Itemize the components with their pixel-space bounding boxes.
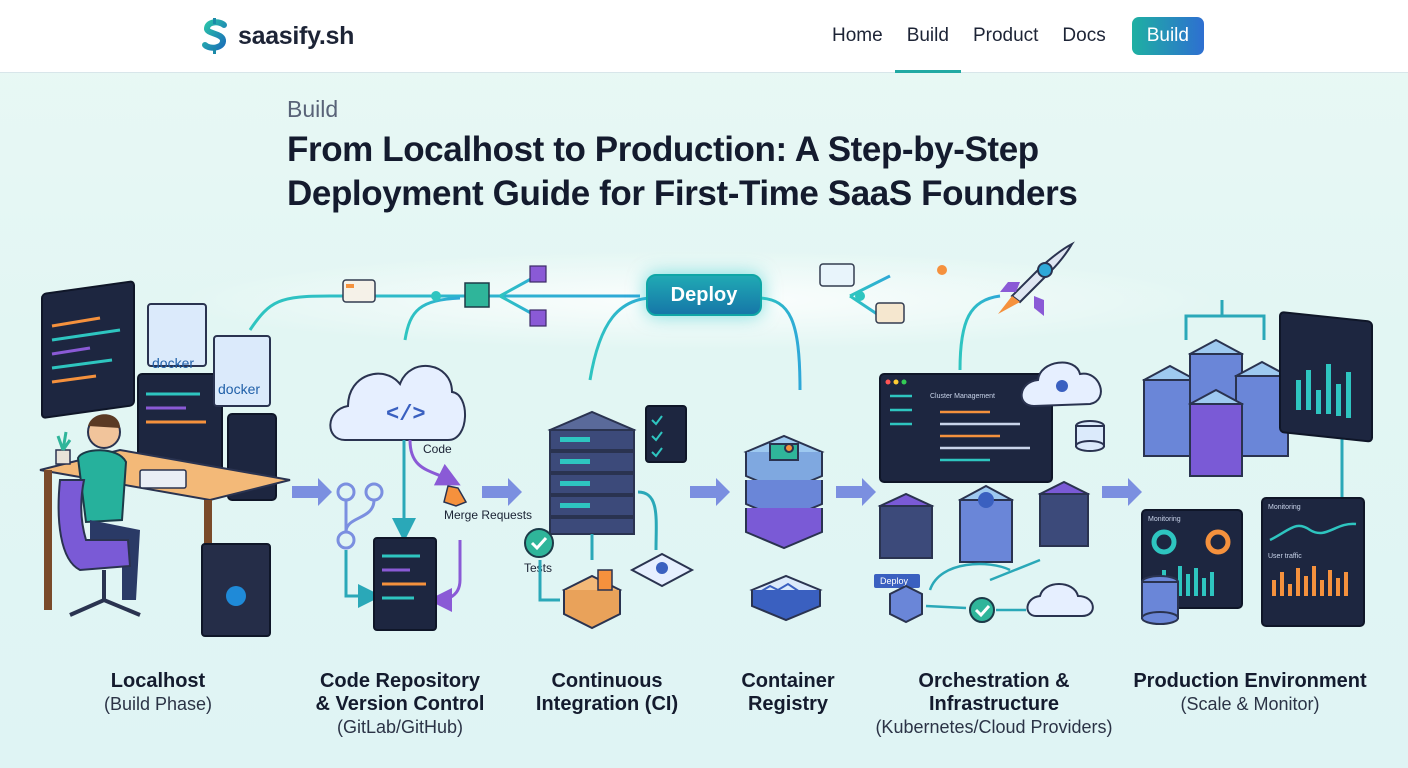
floating-artifacts: [342, 263, 905, 327]
stage-arrows: [292, 478, 1142, 506]
monitoring-annotation: Monitoring: [1148, 516, 1181, 523]
deployment-pipeline-illustration: docker docker </>: [39, 241, 1373, 637]
orchestration-stage: Cluster Management Deploy: [874, 361, 1105, 624]
rocket-icon: [998, 241, 1075, 316]
nav-link-home[interactable]: Home: [832, 25, 883, 46]
code-repository-stage: </> Code Merge Requests: [329, 364, 532, 631]
tests-annotation: Tests: [524, 561, 552, 575]
kubernetes-icon: [978, 492, 994, 508]
stage-title: Orchestration &: [918, 670, 1070, 692]
monitoring-annotation: Monitoring: [1268, 504, 1301, 511]
pipeline-node: [431, 291, 441, 301]
stage-title: Continuous: [551, 670, 663, 692]
deploy-button[interactable]: Deploy: [646, 274, 762, 316]
stage-title-line2: Infrastructure: [928, 693, 1060, 715]
brand-name: saasify.sh: [238, 21, 355, 50]
brand-logo-link[interactable]: saasify.sh: [200, 18, 354, 54]
code-annotation: Code: [423, 442, 452, 456]
docker-label: docker: [218, 381, 260, 397]
cluster-management-annotation: Cluster Management: [930, 393, 995, 400]
localhost-workstation: docker docker: [39, 280, 291, 637]
main-nav: Home Build Product Docs Build: [820, 0, 1204, 73]
pipeline-flow-lines: [248, 272, 1001, 391]
merge-requests-annotation: Merge Requests: [444, 508, 532, 522]
nav-link-build[interactable]: Build: [894, 0, 962, 73]
nav-link-product[interactable]: Product: [972, 25, 1039, 46]
stage-title: Code Repository: [319, 670, 481, 692]
stage-subtitle: (Kubernetes/Cloud Providers): [875, 717, 1113, 737]
stage-title: Container: [741, 670, 835, 692]
stage-subtitle: (Scale & Monitor): [1180, 694, 1320, 714]
top-navigation-bar: saasify.sh Home Build Product Docs Build: [0, 0, 1408, 73]
stage-caption-production: Production Environment (Scale & Monitor): [1130, 670, 1370, 715]
stage-caption-localhost: Localhost (Build Phase): [58, 670, 258, 715]
stage-title: Production Environment: [1133, 670, 1367, 692]
nav-link-docs[interactable]: Docs: [1062, 25, 1106, 46]
user-traffic-annotation: User traffic: [1268, 553, 1302, 560]
deploy-tag-annotation: Deploy: [880, 576, 909, 586]
stage-title: Localhost: [110, 670, 206, 692]
stage-subtitle: (Build Phase): [103, 694, 213, 714]
stage-title-line2: Integration (CI): [535, 693, 679, 715]
pipeline-node: [855, 291, 865, 301]
category-label: Build: [287, 96, 339, 122]
stage-caption-continuous-integration: Continuous Integration (CI): [517, 670, 697, 716]
stage-caption-orchestration: Orchestration & Infrastructure (Kubernet…: [858, 670, 1130, 738]
article-title: From Localhost to Production: A Step-by-…: [287, 130, 1078, 213]
stage-subtitle: (GitLab/GitHub): [336, 717, 464, 737]
stage-caption-code-repository: Code Repository & Version Control (GitLa…: [300, 670, 500, 738]
build-cta-button[interactable]: Build: [1131, 17, 1204, 55]
container-registry-stage: [743, 434, 825, 622]
docker-label: docker: [152, 355, 194, 371]
continuous-integration-stage: Tests: [524, 405, 695, 630]
merge-requests-annotation-text: Merge Requests: [444, 508, 532, 522]
stage-caption-container-registry: Container Registry: [718, 670, 858, 716]
production-stage: Monitoring Monitoring User traffic: [1141, 300, 1373, 627]
stage-title-line2: Registry: [747, 693, 829, 715]
pipeline-node: [937, 265, 947, 275]
saasify-logo-icon: [202, 18, 227, 54]
stage-title-line2: & Version Control: [315, 693, 485, 715]
svg-text:</>: </>: [386, 402, 426, 427]
